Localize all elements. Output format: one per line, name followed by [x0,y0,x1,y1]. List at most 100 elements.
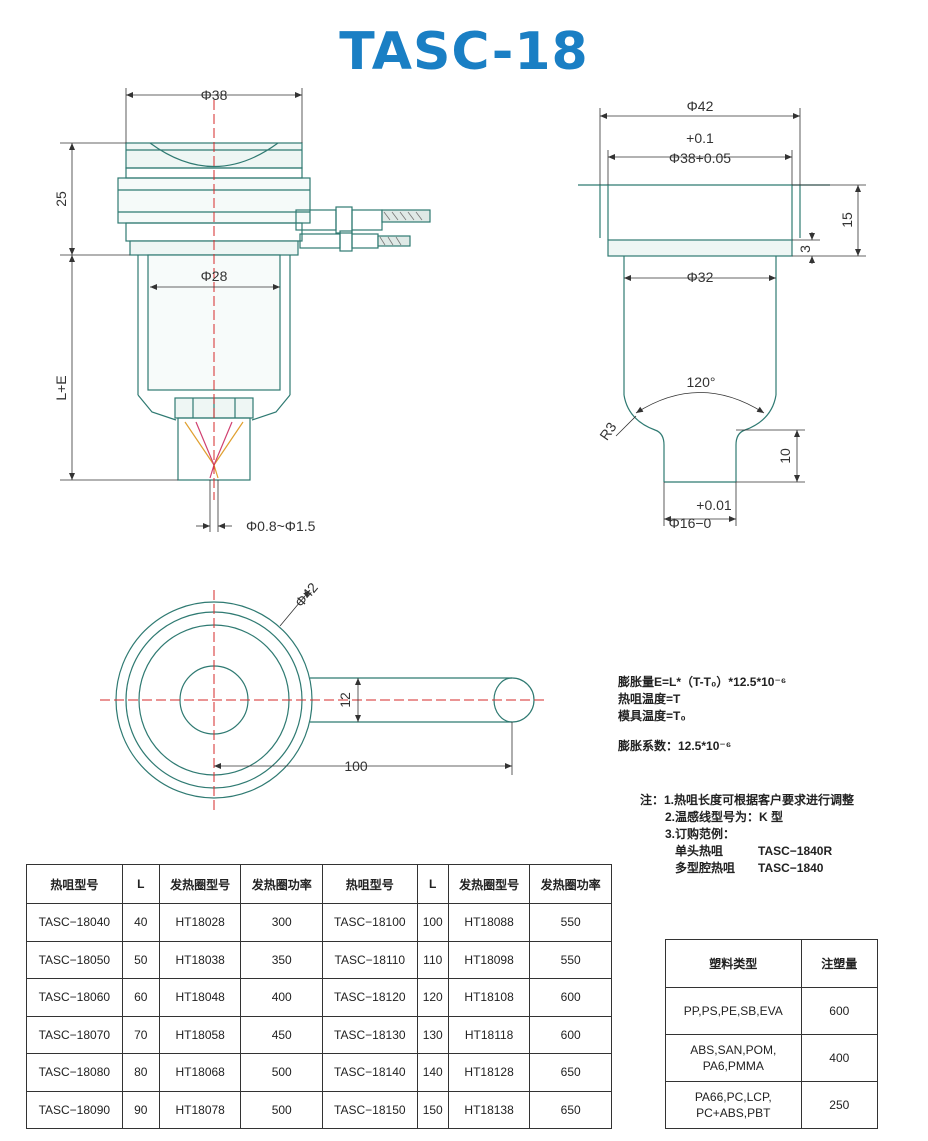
header-cell: 发热圈型号 [447,864,531,904]
table-header-row: 塑料类型 注塑量 [665,939,879,988]
expansion-coef-line: 膨胀系数：12.5*10⁻⁶ [618,739,732,753]
front-view [117,142,431,481]
dim-d38-tol: Φ38+0.05 [669,150,731,166]
table-cell: HT18088 [447,903,531,942]
order-example-2: 多型腔热咀 TASC−1840 [640,860,854,877]
table-cell: TASC−18120 [321,978,418,1017]
dim-d42: Φ42 [687,98,714,114]
header-cell: 发热圈功率 [529,864,612,904]
dim-d38: Φ38 [201,87,228,103]
table-cell: 140 [416,1053,449,1092]
table-cell: 110 [416,940,449,979]
table-cell: 450 [240,1015,323,1054]
expansion-formula: 膨胀量E=L*（T-T₀）*12.5*10⁻⁶ 热咀温度=T 模具温度=T₀ 膨… [618,674,786,755]
table-cell: 40 [121,903,160,942]
dim-h3: 3 [797,245,813,253]
table-cell: 650 [529,1053,612,1092]
table-cell: 550 [529,903,612,942]
table-cell: HT18068 [158,1053,242,1092]
table-cell: HT18108 [447,978,531,1017]
table-row: PP,PS,PE,SB,EVA 600 [665,987,879,1035]
table-cell: HT18138 [447,1090,531,1129]
table-cell: PP,PS,PE,SB,EVA [665,987,802,1035]
table-cell: 120 [416,978,449,1017]
table-cell: 90 [121,1090,160,1129]
header-cell: L [416,864,449,904]
dim-h25: 25 [53,191,69,207]
table-cell: 80 [121,1053,160,1092]
table-cell: HT18028 [158,903,242,942]
dim-d32: Φ32 [687,269,714,285]
order-example-1: 单头热咀 TASC−1840R [640,843,854,860]
table-cell: HT18118 [447,1015,531,1054]
table-cell: 300 [240,903,323,942]
dim-tol-plus: +0.1 [686,130,714,146]
section-view [578,184,830,483]
table-cell: 70 [121,1015,160,1054]
header-cell: 热咀型号 [321,864,418,904]
remark-2: 2.温感线型号为：K 型 [665,810,784,824]
table-cell: TASC−18100 [321,903,418,942]
table-cell: ABS,SAN,POM, PA6,PMMA [665,1034,802,1082]
table-cell: TASC−18110 [321,940,418,979]
table-cell: 60 [121,978,160,1017]
table-cell: 600 [529,1015,612,1054]
table-cell: PA66,PC,LCP, PC+ABS,PBT [665,1081,802,1129]
table-cell: HT18128 [447,1053,531,1092]
table-cell: TASC−18050 [26,940,123,979]
table-cell: TASC−18090 [26,1090,123,1129]
table-cell: TASC−18150 [321,1090,418,1129]
header-cell: L [121,864,160,904]
table-cell: 250 [800,1081,879,1129]
table-cell: TASC−18140 [321,1053,418,1092]
table-header-row: 热咀型号 L 发热圈型号 发热圈功率 热咀型号 L 发热圈型号 发热圈功率 [26,864,612,904]
table-cell: TASC−18080 [26,1053,123,1092]
table-cell: 350 [240,940,323,979]
dim-le: L+E [53,375,69,400]
order-example-label: 多型腔热咀 [675,861,736,875]
table-cell: HT18058 [158,1015,242,1054]
header-cell: 热咀型号 [26,864,123,904]
dim-w12: 12 [337,692,353,708]
table-cell: 550 [529,940,612,979]
dim-tol-plus2: +0.01 [696,497,732,513]
table-cell: HT18048 [158,978,242,1017]
remark-1: 注：1.热咀长度可根据客户要求进行调整 [640,793,855,807]
table-cell: TASC−18060 [26,978,123,1017]
order-example-label: 单头热咀 [675,844,724,858]
table-cell: HT18098 [447,940,531,979]
expansion-line: 膨胀量E=L*（T-T₀）*12.5*10⁻⁶ [618,675,787,689]
table-row: PA66,PC,LCP, PC+ABS,PBT 250 [665,1081,879,1129]
dim-d42-top: Φ42 [291,579,321,610]
plastic-table: 塑料类型 注塑量 PP,PS,PE,SB,EVA 600 ABS,SAN,POM… [665,939,879,1129]
table-cell: 50 [121,940,160,979]
mold-temp-line: 模具温度=T₀ [618,709,686,723]
nozzle-temp-line: 热咀温度=T [618,692,681,706]
table-cell: 500 [240,1090,323,1129]
page-title: TASC-18 [339,22,589,82]
dim-r3: R3 [596,419,619,443]
table-cell: 100 [416,903,449,942]
dim-d28: Φ28 [201,268,228,284]
dim-h15: 15 [839,212,855,228]
table-cell: 150 [416,1090,449,1129]
table-cell: 500 [240,1053,323,1092]
table-cell: TASC−18070 [26,1015,123,1054]
table-cell: 600 [529,978,612,1017]
table-cell: TASC−18040 [26,903,123,942]
order-example-value: TASC−1840R [758,844,833,858]
table-cell: HT18078 [158,1090,242,1129]
technical-drawing: Φ38 25 Φ28 L+E Φ0.8~Φ1.5 Φ42 +0.1 Φ38+0.… [53,87,866,810]
dim-h10: 10 [777,448,793,464]
table-cell: 400 [800,1034,879,1082]
table-cell: 400 [240,978,323,1017]
dim-tip: Φ0.8~Φ1.5 [246,518,316,534]
table-cell: 130 [416,1015,449,1054]
dim-d16: Φ16−0 [669,515,712,531]
order-example-value: TASC−1840 [758,861,824,875]
